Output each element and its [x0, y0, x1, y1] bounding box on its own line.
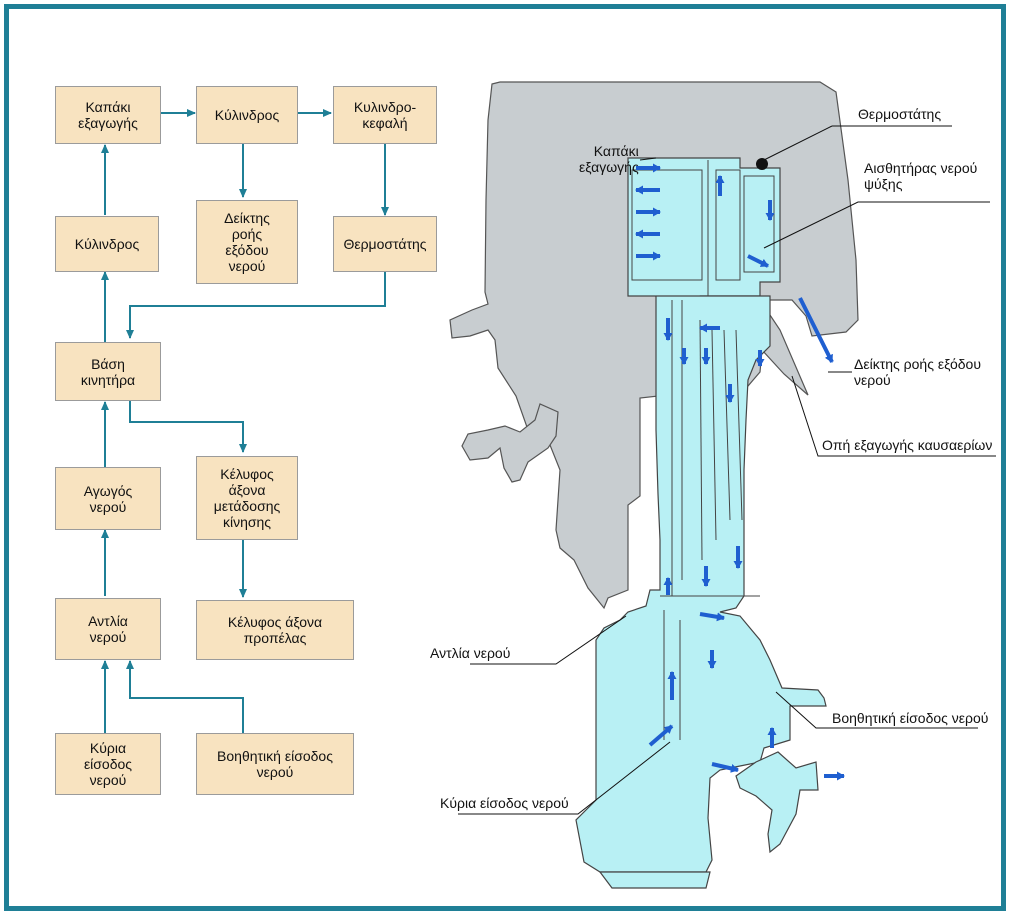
tiller-handle [461, 403, 559, 483]
box-water-pump: Αντλία νερού [55, 598, 161, 660]
thermostat-valve-icon [756, 158, 768, 170]
arrow-base-to-driveshaft [129, 400, 247, 453]
box-main-inlet: Κύρια είσοδος νερού [55, 733, 161, 795]
flow-arrow [798, 297, 834, 363]
box-thermostat: Θερμοστάτης [333, 216, 437, 272]
box-drive-shaft-housing: Κέλυφος άξονα μετάδοσης κίνησης [196, 456, 298, 540]
propeller [735, 751, 819, 854]
flow-arrow [747, 254, 769, 268]
box-engine-base: Βάση κινητήρα [55, 342, 161, 401]
label-water-pump: Αντλία νερού [430, 645, 511, 661]
label-aux-inlet: Βοηθητική είσοδος νερού [832, 710, 989, 726]
label-thermostat: Θερμοστάτης [858, 106, 942, 122]
arrow-aux-inlet-to-pump [126, 660, 244, 733]
powerhead-water-jacket [627, 157, 781, 301]
box-cylinder-head: Κυλινδρο- κεφαλή [333, 86, 437, 144]
midsection-water [575, 295, 827, 873]
box-cylinder-top: Κύλινδρος [196, 86, 298, 144]
label-main-inlet: Κύρια είσοδος νερού [440, 795, 569, 811]
label-exhaust-port: Οπή εξαγωγής καυσαερίων [822, 437, 993, 453]
box-water-duct: Αγωγός νερού [55, 467, 161, 530]
label-outlet-indicator: Δείκτης ροής εξόδου νερού [854, 356, 981, 388]
box-cylinder-left: Κύλινδρος [55, 216, 159, 272]
box-outlet-indicator: Δείκτης ροής εξόδου νερού [196, 200, 298, 284]
box-exhaust-cover: Καπάκι εξαγωγής [55, 86, 161, 144]
label-coolant-sensor: Αισθητήρας νερού ψύξης [864, 160, 978, 192]
box-aux-inlet: Βοηθητική είσοδος νερού [196, 733, 354, 795]
flow-arrow [648, 724, 674, 747]
flow-arrow [711, 762, 739, 773]
skeg [598, 871, 711, 889]
box-propeller-shaft-housing: Κέλυφος άξονα προπέλας [196, 600, 354, 660]
arrow-thermostat-to-base [126, 270, 386, 339]
flow-arrow [699, 612, 725, 622]
label-exhaust-cover: Καπάκι εξαγωγής [579, 143, 639, 175]
